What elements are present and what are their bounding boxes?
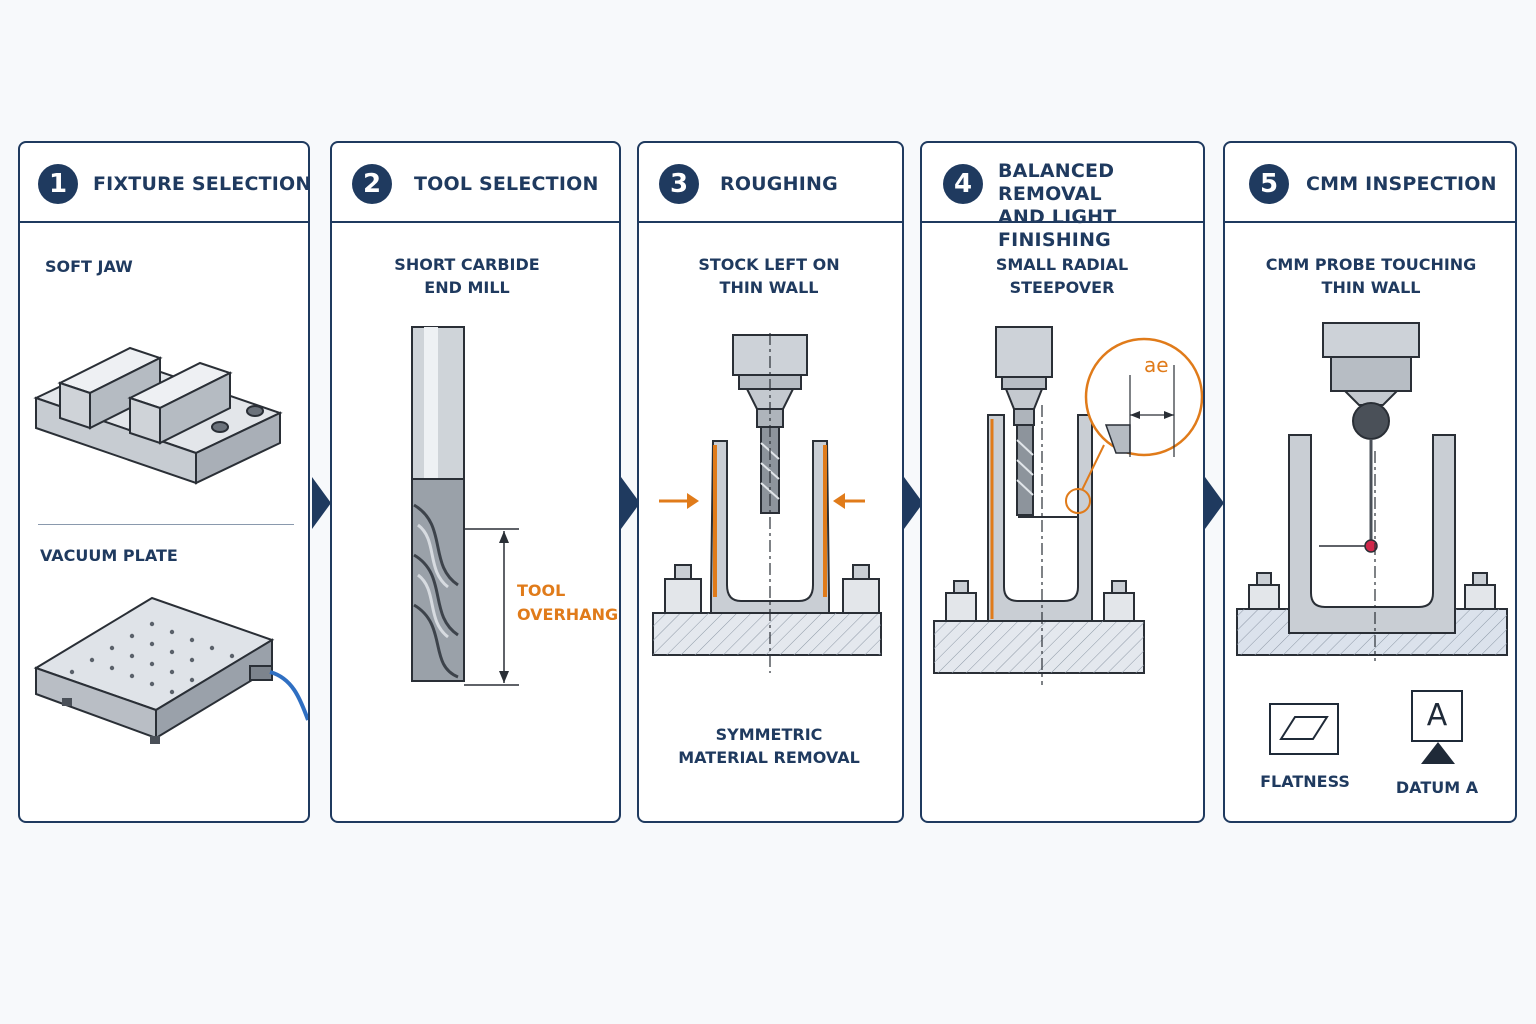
end-mill-illustration xyxy=(411,326,465,682)
fixture-divider xyxy=(38,524,294,525)
vacuum-plate-illustration xyxy=(33,596,308,744)
step-3-panel: 3 ROUGHING STOCK LEFT ON THIN WALL xyxy=(637,141,904,823)
step-2-panel: 2 TOOL SELECTION SHORT CARBIDE END MILL … xyxy=(330,141,621,823)
flatness-label: FLATNESS xyxy=(1260,772,1350,791)
step-1-title: FIXTURE SELECTION xyxy=(93,173,310,195)
flow-arrow-1 xyxy=(312,477,331,529)
step-3-title: ROUGHING xyxy=(720,173,838,195)
step-2-badge: 2 xyxy=(352,164,392,204)
cmm-probe-caption: CMM PROBE TOUCHING THIN WALL xyxy=(1265,255,1477,297)
steepover-caption: SMALL RADIAL STEEPOVER xyxy=(995,255,1129,297)
flatness-symbol xyxy=(1269,703,1339,755)
step-1-header: 1 FIXTURE SELECTION xyxy=(20,143,308,223)
step-3-header: 3 ROUGHING xyxy=(639,143,902,223)
roughing-illustration xyxy=(652,333,882,673)
step-4-title: BALANCED REMOVAL AND LIGHT FINISHING xyxy=(998,160,1117,251)
flow-arrow-4 xyxy=(1205,477,1224,529)
soft-jaw-illustration xyxy=(33,346,283,485)
step-5-panel: 5 CMM INSPECTION CMM PROBE TOUCHING THIN… xyxy=(1223,141,1517,823)
vacuum-plate-label: VACUUM PLATE xyxy=(40,546,178,565)
symmetric-removal-caption: SYMMETRIC MATERIAL REMOVAL xyxy=(678,725,860,767)
step-4-panel: 4 BALANCED REMOVAL AND LIGHT FINISHING S… xyxy=(920,141,1205,823)
datum-a-box: A xyxy=(1411,690,1463,742)
step-1-badge: 1 xyxy=(38,164,78,204)
step-4-badge: 4 xyxy=(943,164,983,204)
soft-jaw-label: SOFT JAW xyxy=(45,257,133,276)
roughing-caption: STOCK LEFT ON THIN WALL xyxy=(698,255,840,297)
tool-overhang-label: TOOL OVERHANG xyxy=(517,581,619,624)
flow-arrow-2 xyxy=(621,477,640,529)
step-3-badge: 3 xyxy=(659,164,699,204)
datum-triangle xyxy=(1421,742,1455,764)
step-1-panel: 1 FIXTURE SELECTION SOFT JAW VACUUM PLAT… xyxy=(18,141,310,823)
finishing-illustration xyxy=(933,326,1203,685)
step-5-header: 5 CMM INSPECTION xyxy=(1225,143,1515,223)
end-mill-caption: SHORT CARBIDE END MILL xyxy=(394,255,540,297)
radial-depth-label: ae xyxy=(1144,353,1169,377)
cmm-illustration xyxy=(1236,322,1508,661)
step-4-header: 4 BALANCED REMOVAL AND LIGHT FINISHING xyxy=(922,143,1203,251)
step-2-title: TOOL SELECTION xyxy=(414,173,599,195)
overhang-dimension xyxy=(464,528,519,686)
flow-arrow-3 xyxy=(904,477,923,529)
datum-a-label: DATUM A xyxy=(1395,778,1479,797)
step-5-badge: 5 xyxy=(1249,164,1289,204)
step-5-title: CMM INSPECTION xyxy=(1306,173,1497,195)
step-2-header: 2 TOOL SELECTION xyxy=(332,143,619,223)
